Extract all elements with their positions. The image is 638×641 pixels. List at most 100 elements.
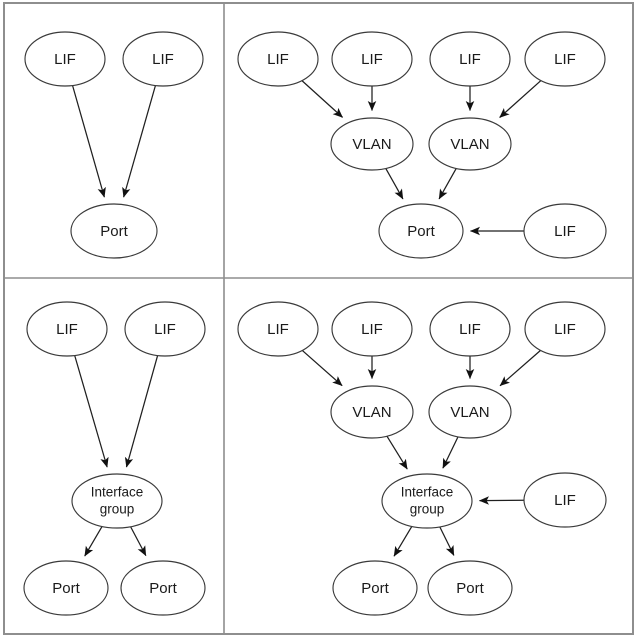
node-br-port-2[interactable]: Port <box>427 560 513 616</box>
node-br-port-1[interactable]: Port <box>332 560 418 616</box>
node-shape-lif <box>523 203 607 259</box>
node-shape-interfacegroup <box>71 473 163 529</box>
node-bl-ifgrp[interactable]: Interface group <box>71 473 163 529</box>
edge-br-ifgrp-to-br-port-1 <box>393 526 413 557</box>
edge-tr-vlan-1-to-tr-port <box>385 168 404 200</box>
node-tl-lif-2[interactable]: LIF <box>122 31 204 87</box>
node-tl-lif-1[interactable]: LIF <box>24 31 106 87</box>
node-shape-interfacegroup <box>381 473 473 529</box>
node-shape-lif <box>523 472 607 528</box>
node-br-vlan-2[interactable]: VLAN <box>428 385 512 439</box>
edge-br-lif-4-to-br-vlan-2 <box>499 349 541 387</box>
edge-br-ifgrp-to-br-port-2 <box>439 526 455 556</box>
node-label: group <box>410 502 445 517</box>
node-label: VLAN <box>352 136 391 153</box>
node-shape-vlan <box>330 385 414 439</box>
node-shape-vlan <box>330 117 414 171</box>
node-tl-port[interactable]: Port <box>70 203 158 259</box>
node-shape-port <box>332 560 418 616</box>
node-shape-port <box>70 203 158 259</box>
edges-layer <box>71 80 542 557</box>
node-label: LIF <box>554 492 576 509</box>
node-shape-port <box>378 203 464 259</box>
edge-tr-lif-1-to-tr-vlan-1 <box>301 80 343 118</box>
node-tr-lif-3[interactable]: LIF <box>429 31 511 87</box>
node-shape-lif <box>24 31 106 87</box>
node-br-lif-4[interactable]: LIF <box>524 301 606 357</box>
node-tr-lif-5[interactable]: LIF <box>523 203 607 259</box>
edge-bl-lif-2-to-bl-ifgrp <box>124 355 159 468</box>
node-label: VLAN <box>450 404 489 421</box>
edge-bl-lif-1-to-bl-ifgrp <box>74 355 109 468</box>
edge-tr-lif-4-to-tr-vlan-2 <box>499 80 542 118</box>
node-tr-vlan-1[interactable]: VLAN <box>330 117 414 171</box>
node-tr-lif-1[interactable]: LIF <box>237 31 319 87</box>
node-br-lif-1[interactable]: LIF <box>237 301 319 357</box>
node-shape-lif <box>237 31 319 87</box>
node-label: LIF <box>267 51 289 68</box>
node-shape-lif <box>429 301 511 357</box>
node-label: VLAN <box>352 404 391 421</box>
edge-br-vlan-2-to-br-ifgrp <box>442 436 459 469</box>
node-label: Interface <box>91 485 144 500</box>
node-shape-lif <box>524 31 606 87</box>
node-shape-lif <box>429 31 511 87</box>
node-shape-lif <box>26 301 108 357</box>
node-label: LIF <box>459 321 481 338</box>
node-label: LIF <box>554 51 576 68</box>
node-label: Port <box>149 580 177 597</box>
node-tr-lif-4[interactable]: LIF <box>524 31 606 87</box>
node-label: LIF <box>152 51 174 68</box>
node-shape-lif <box>331 31 413 87</box>
node-bl-port-1[interactable]: Port <box>23 560 109 616</box>
node-br-lif-5[interactable]: LIF <box>523 472 607 528</box>
node-tr-port[interactable]: Port <box>378 203 464 259</box>
node-label: group <box>100 502 135 517</box>
node-shape-lif <box>124 301 206 357</box>
node-shape-vlan <box>428 385 512 439</box>
node-label: VLAN <box>450 136 489 153</box>
node-shape-port <box>120 560 206 616</box>
node-shape-lif <box>524 301 606 357</box>
node-label: Interface <box>401 485 454 500</box>
node-bl-port-2[interactable]: Port <box>120 560 206 616</box>
node-label: LIF <box>554 321 576 338</box>
node-shape-port <box>23 560 109 616</box>
node-tr-lif-2[interactable]: LIF <box>331 31 413 87</box>
node-label: Port <box>456 580 484 597</box>
node-bl-lif-2[interactable]: LIF <box>124 301 206 357</box>
node-shape-lif <box>331 301 413 357</box>
node-shape-port <box>427 560 513 616</box>
edge-br-vlan-1-to-br-ifgrp <box>386 435 408 470</box>
node-bl-lif-1[interactable]: LIF <box>26 301 108 357</box>
node-label: LIF <box>267 321 289 338</box>
edge-tl-lif-2-to-tl-port <box>122 85 157 198</box>
node-label: Port <box>361 580 389 597</box>
edge-br-lif-1-to-br-vlan-1 <box>301 349 343 387</box>
node-br-vlan-1[interactable]: VLAN <box>330 385 414 439</box>
edge-tl-lif-1-to-tl-port <box>71 85 106 198</box>
edge-tr-vlan-2-to-tr-port <box>438 168 457 200</box>
node-label: LIF <box>459 51 481 68</box>
node-label: LIF <box>56 321 78 338</box>
node-label: LIF <box>361 51 383 68</box>
diagram-outer-border <box>3 2 634 635</box>
node-label: LIF <box>154 321 176 338</box>
node-label: LIF <box>54 51 76 68</box>
node-br-lif-3[interactable]: LIF <box>429 301 511 357</box>
node-br-lif-2[interactable]: LIF <box>331 301 413 357</box>
node-shape-vlan <box>428 117 512 171</box>
node-br-ifgrp[interactable]: Interface group <box>381 473 473 529</box>
panel-frames <box>3 2 634 635</box>
edge-bl-ifgrp-to-bl-port-1 <box>84 526 103 557</box>
node-tr-vlan-2[interactable]: VLAN <box>428 117 512 171</box>
edge-bl-ifgrp-to-bl-port-2 <box>130 526 147 557</box>
node-shape-lif <box>122 31 204 87</box>
node-label: LIF <box>361 321 383 338</box>
node-label: Port <box>100 223 128 240</box>
node-shape-lif <box>237 301 319 357</box>
node-label: Port <box>52 580 80 597</box>
